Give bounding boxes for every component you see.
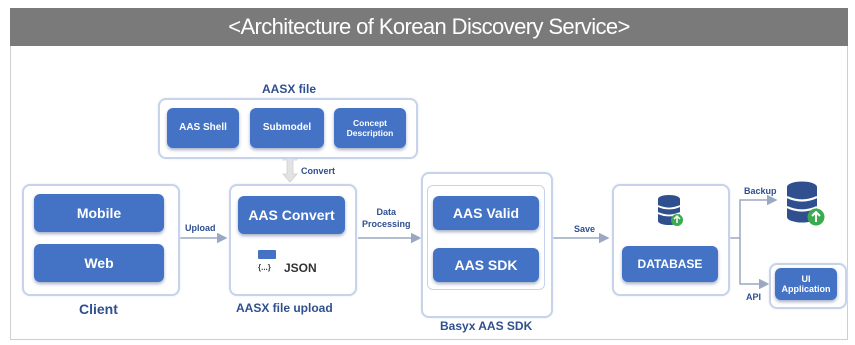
backup-arrow <box>730 194 778 239</box>
basyx-label: Basyx AAS SDK <box>440 319 533 333</box>
ui-application-button[interactable]: UI Application <box>775 268 837 300</box>
mobile-button[interactable]: Mobile <box>34 194 164 232</box>
aas-shell-box: AAS Shell <box>167 108 239 148</box>
upload-label: Upload <box>185 223 216 233</box>
json-bracket: {...} <box>258 263 271 272</box>
backup-database-icon <box>786 181 825 226</box>
json-label: JSON <box>284 261 317 275</box>
save-label: Save <box>574 224 596 234</box>
diagram-frame <box>10 46 848 340</box>
data-processing-label: Data Processing <box>362 207 411 229</box>
upload-panel-label: AASX file upload <box>236 301 333 315</box>
convert-label: Convert <box>301 166 336 176</box>
aas-sdk-button[interactable]: AAS SDK <box>433 248 539 282</box>
json-file-icon <box>258 250 276 259</box>
diagram-title: <Architecture of Korean Discovery Servic… <box>10 8 848 46</box>
api-label: API <box>746 292 762 302</box>
submodel-box: Submodel <box>250 108 324 148</box>
database-icon <box>657 195 683 226</box>
aas-valid-button[interactable]: AAS Valid <box>433 196 539 230</box>
backup-label: Backup <box>744 186 777 196</box>
client-label: Client <box>79 301 118 317</box>
api-arrow <box>739 238 770 290</box>
aasx-file-label: AASX file <box>262 82 317 96</box>
concept-description-box: Concept Description <box>334 108 406 148</box>
web-button[interactable]: Web <box>34 244 164 282</box>
database-button[interactable]: DATABASE <box>622 246 718 282</box>
aas-convert-button[interactable]: AAS Convert <box>238 196 345 234</box>
basyx-inner-panel <box>427 185 545 290</box>
